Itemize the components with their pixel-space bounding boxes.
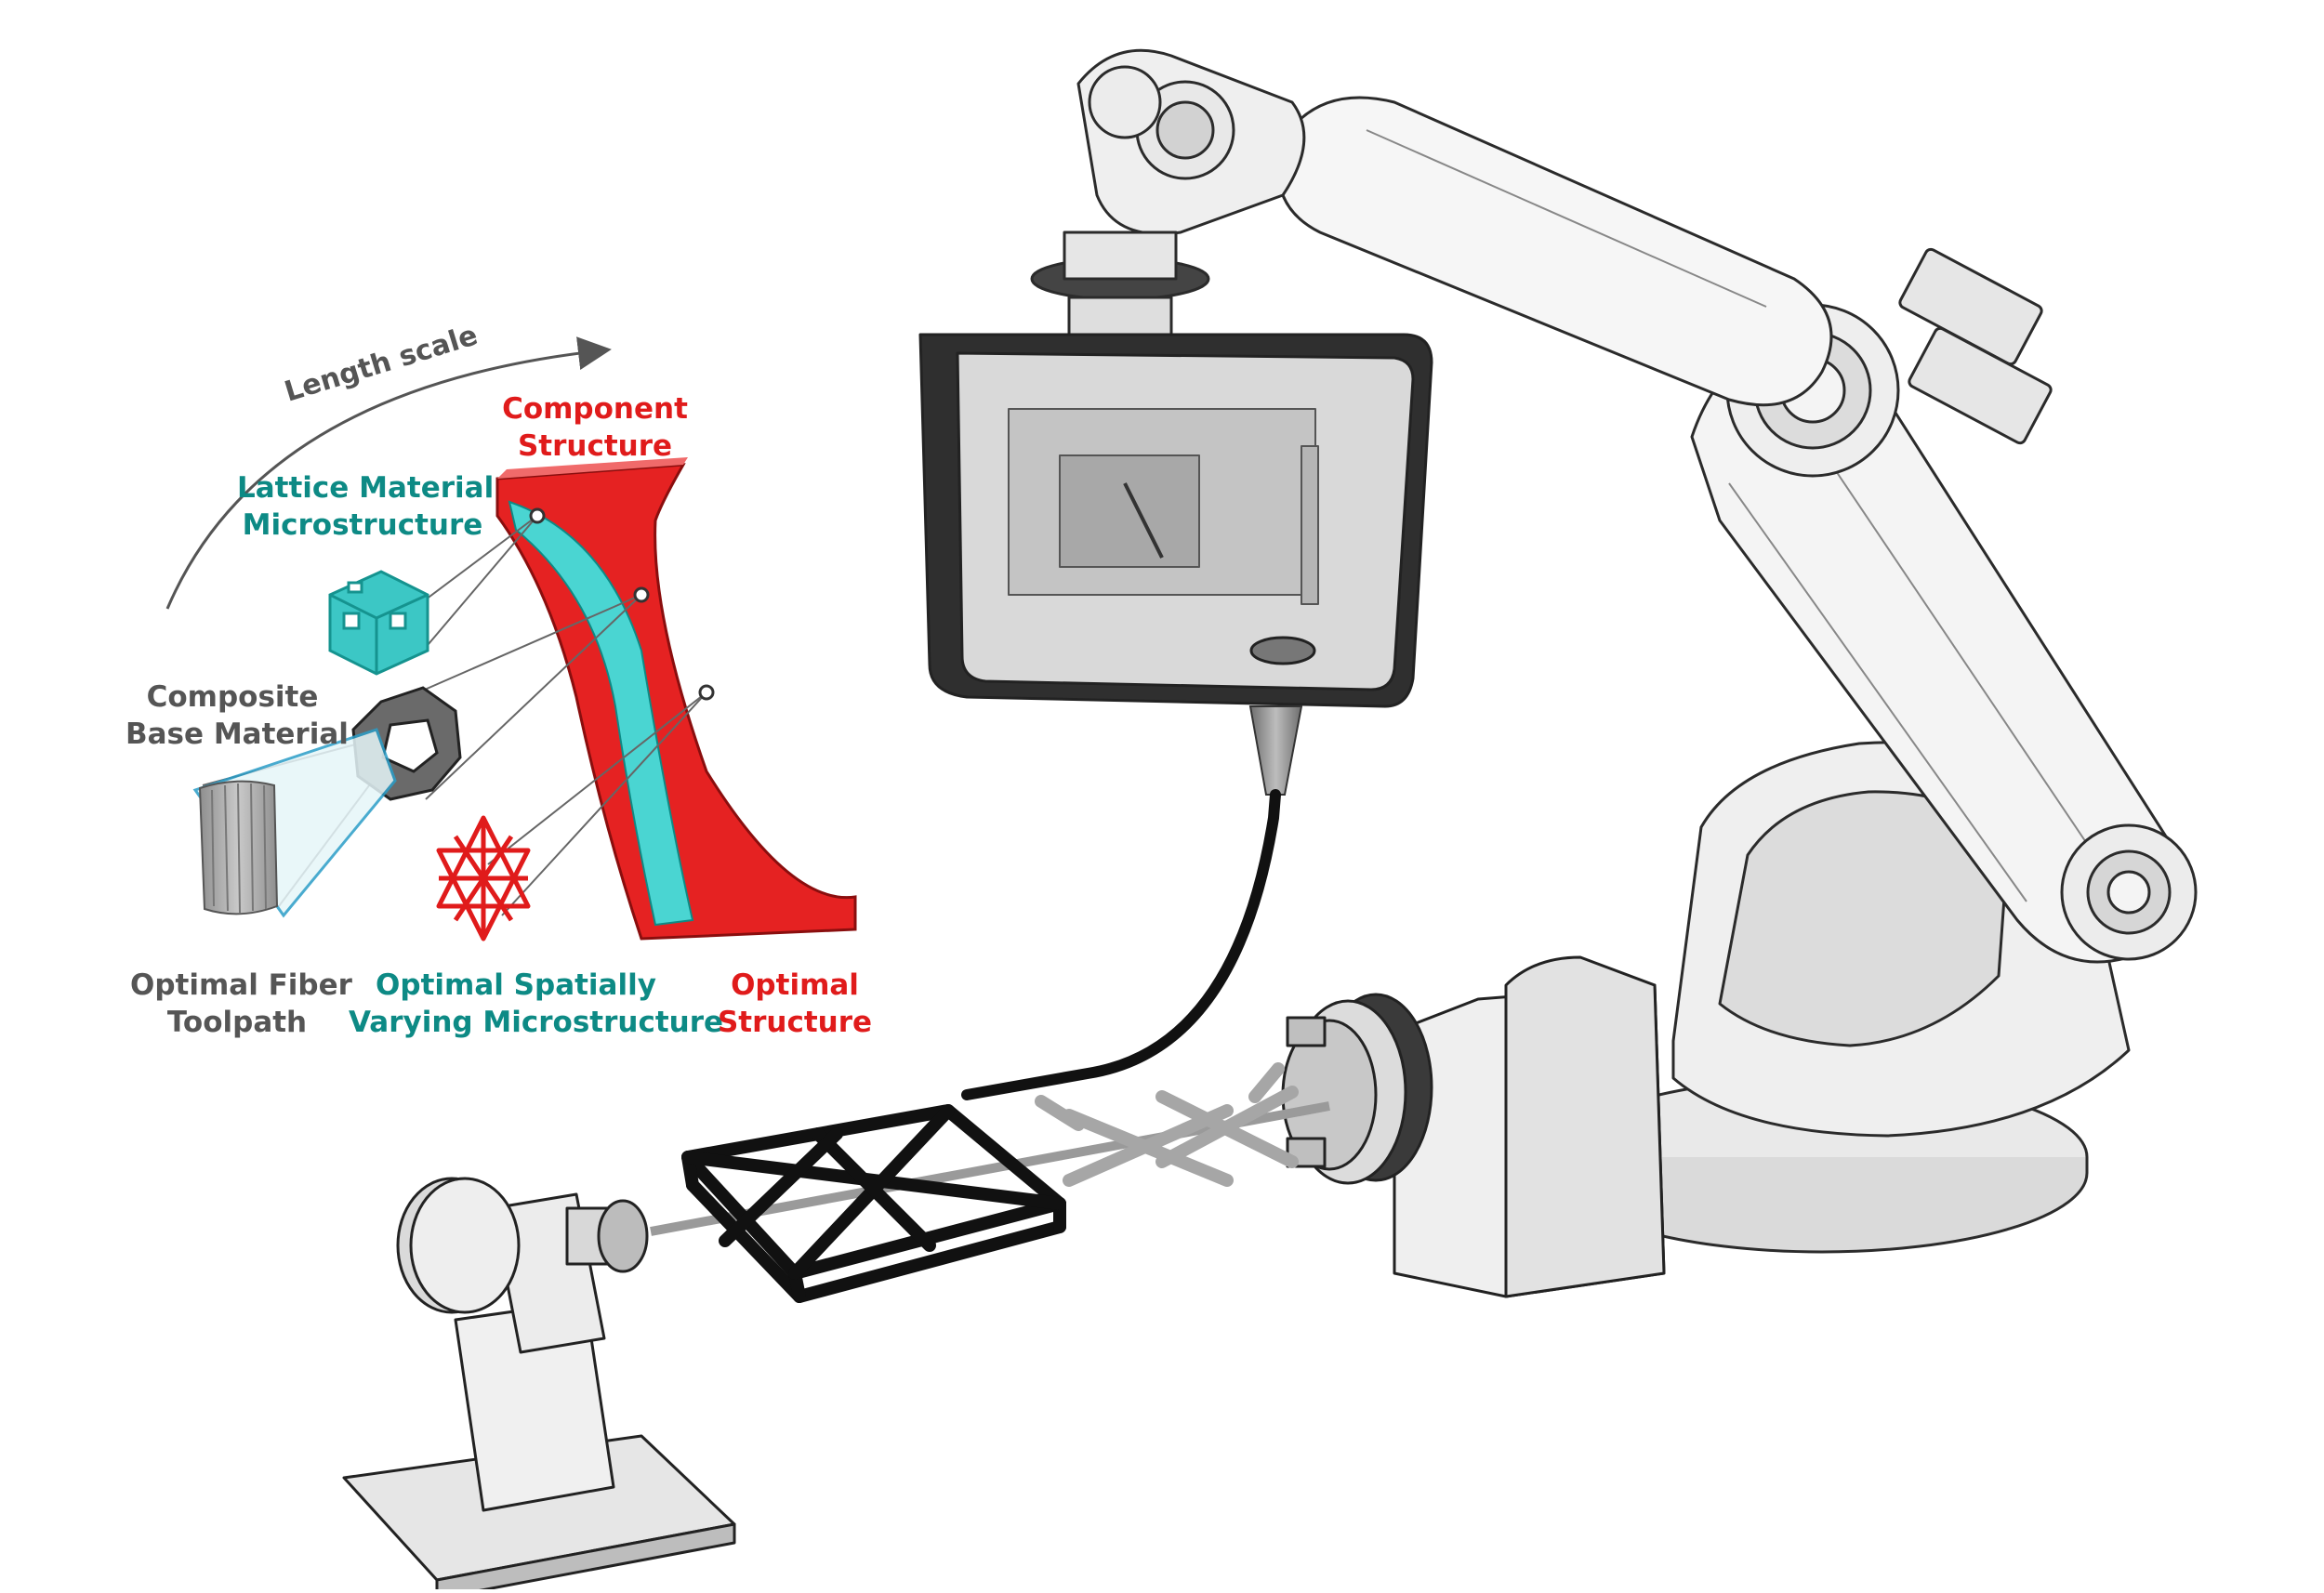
- star-tetrahedron-cell-icon: [439, 818, 528, 939]
- printed-lattice-icon: [688, 1111, 1060, 1297]
- fiber-feed-tube-icon: [967, 795, 1275, 1095]
- component-structure-line-1: Component: [497, 390, 693, 428]
- length-scale-label: Length scale: [281, 319, 482, 408]
- fiber-bundle-icon: [200, 782, 277, 915]
- optimal-structure-line-1: Optimal: [706, 967, 883, 1004]
- optimal-structure-label: Optimal Structure: [706, 967, 883, 1041]
- optimal-fiber-label: Optimal Fiber Toolpath: [130, 967, 344, 1041]
- lattice-material-label: Lattice Material Microstructure: [237, 469, 488, 544]
- component-structure-label: Component Structure: [497, 390, 693, 465]
- cubic-lattice-cell-icon: [330, 572, 428, 674]
- optimal-spatially-line-1: Optimal Spatially: [349, 967, 683, 1004]
- optimal-spatially-line-2: Varying Microstructure: [349, 1004, 683, 1041]
- composite-base-label: Composite Base Material: [125, 678, 339, 753]
- composite-base-line-1: Composite: [125, 678, 339, 716]
- unprinted-lattice-icon: [1041, 1069, 1292, 1180]
- print-head-box-icon: [920, 335, 1432, 706]
- lattice-material-line-2: Microstructure: [237, 507, 488, 544]
- i-beam-component-icon: [497, 457, 855, 939]
- rotary-chuck-icon: [1283, 957, 1664, 1297]
- tailstock-icon: [344, 1178, 734, 1589]
- component-structure-line-2: Structure: [497, 428, 693, 465]
- nozzle-icon: [1250, 706, 1301, 795]
- optimal-spatially-label: Optimal Spatially Varying Microstructure: [349, 967, 683, 1041]
- optimal-fiber-line-2: Toolpath: [130, 1004, 344, 1041]
- optimal-structure-line-2: Structure: [706, 1004, 883, 1041]
- optimal-fiber-line-1: Optimal Fiber: [130, 967, 344, 1004]
- lattice-material-line-1: Lattice Material: [237, 469, 488, 507]
- composite-base-line-2: Base Material: [125, 716, 339, 753]
